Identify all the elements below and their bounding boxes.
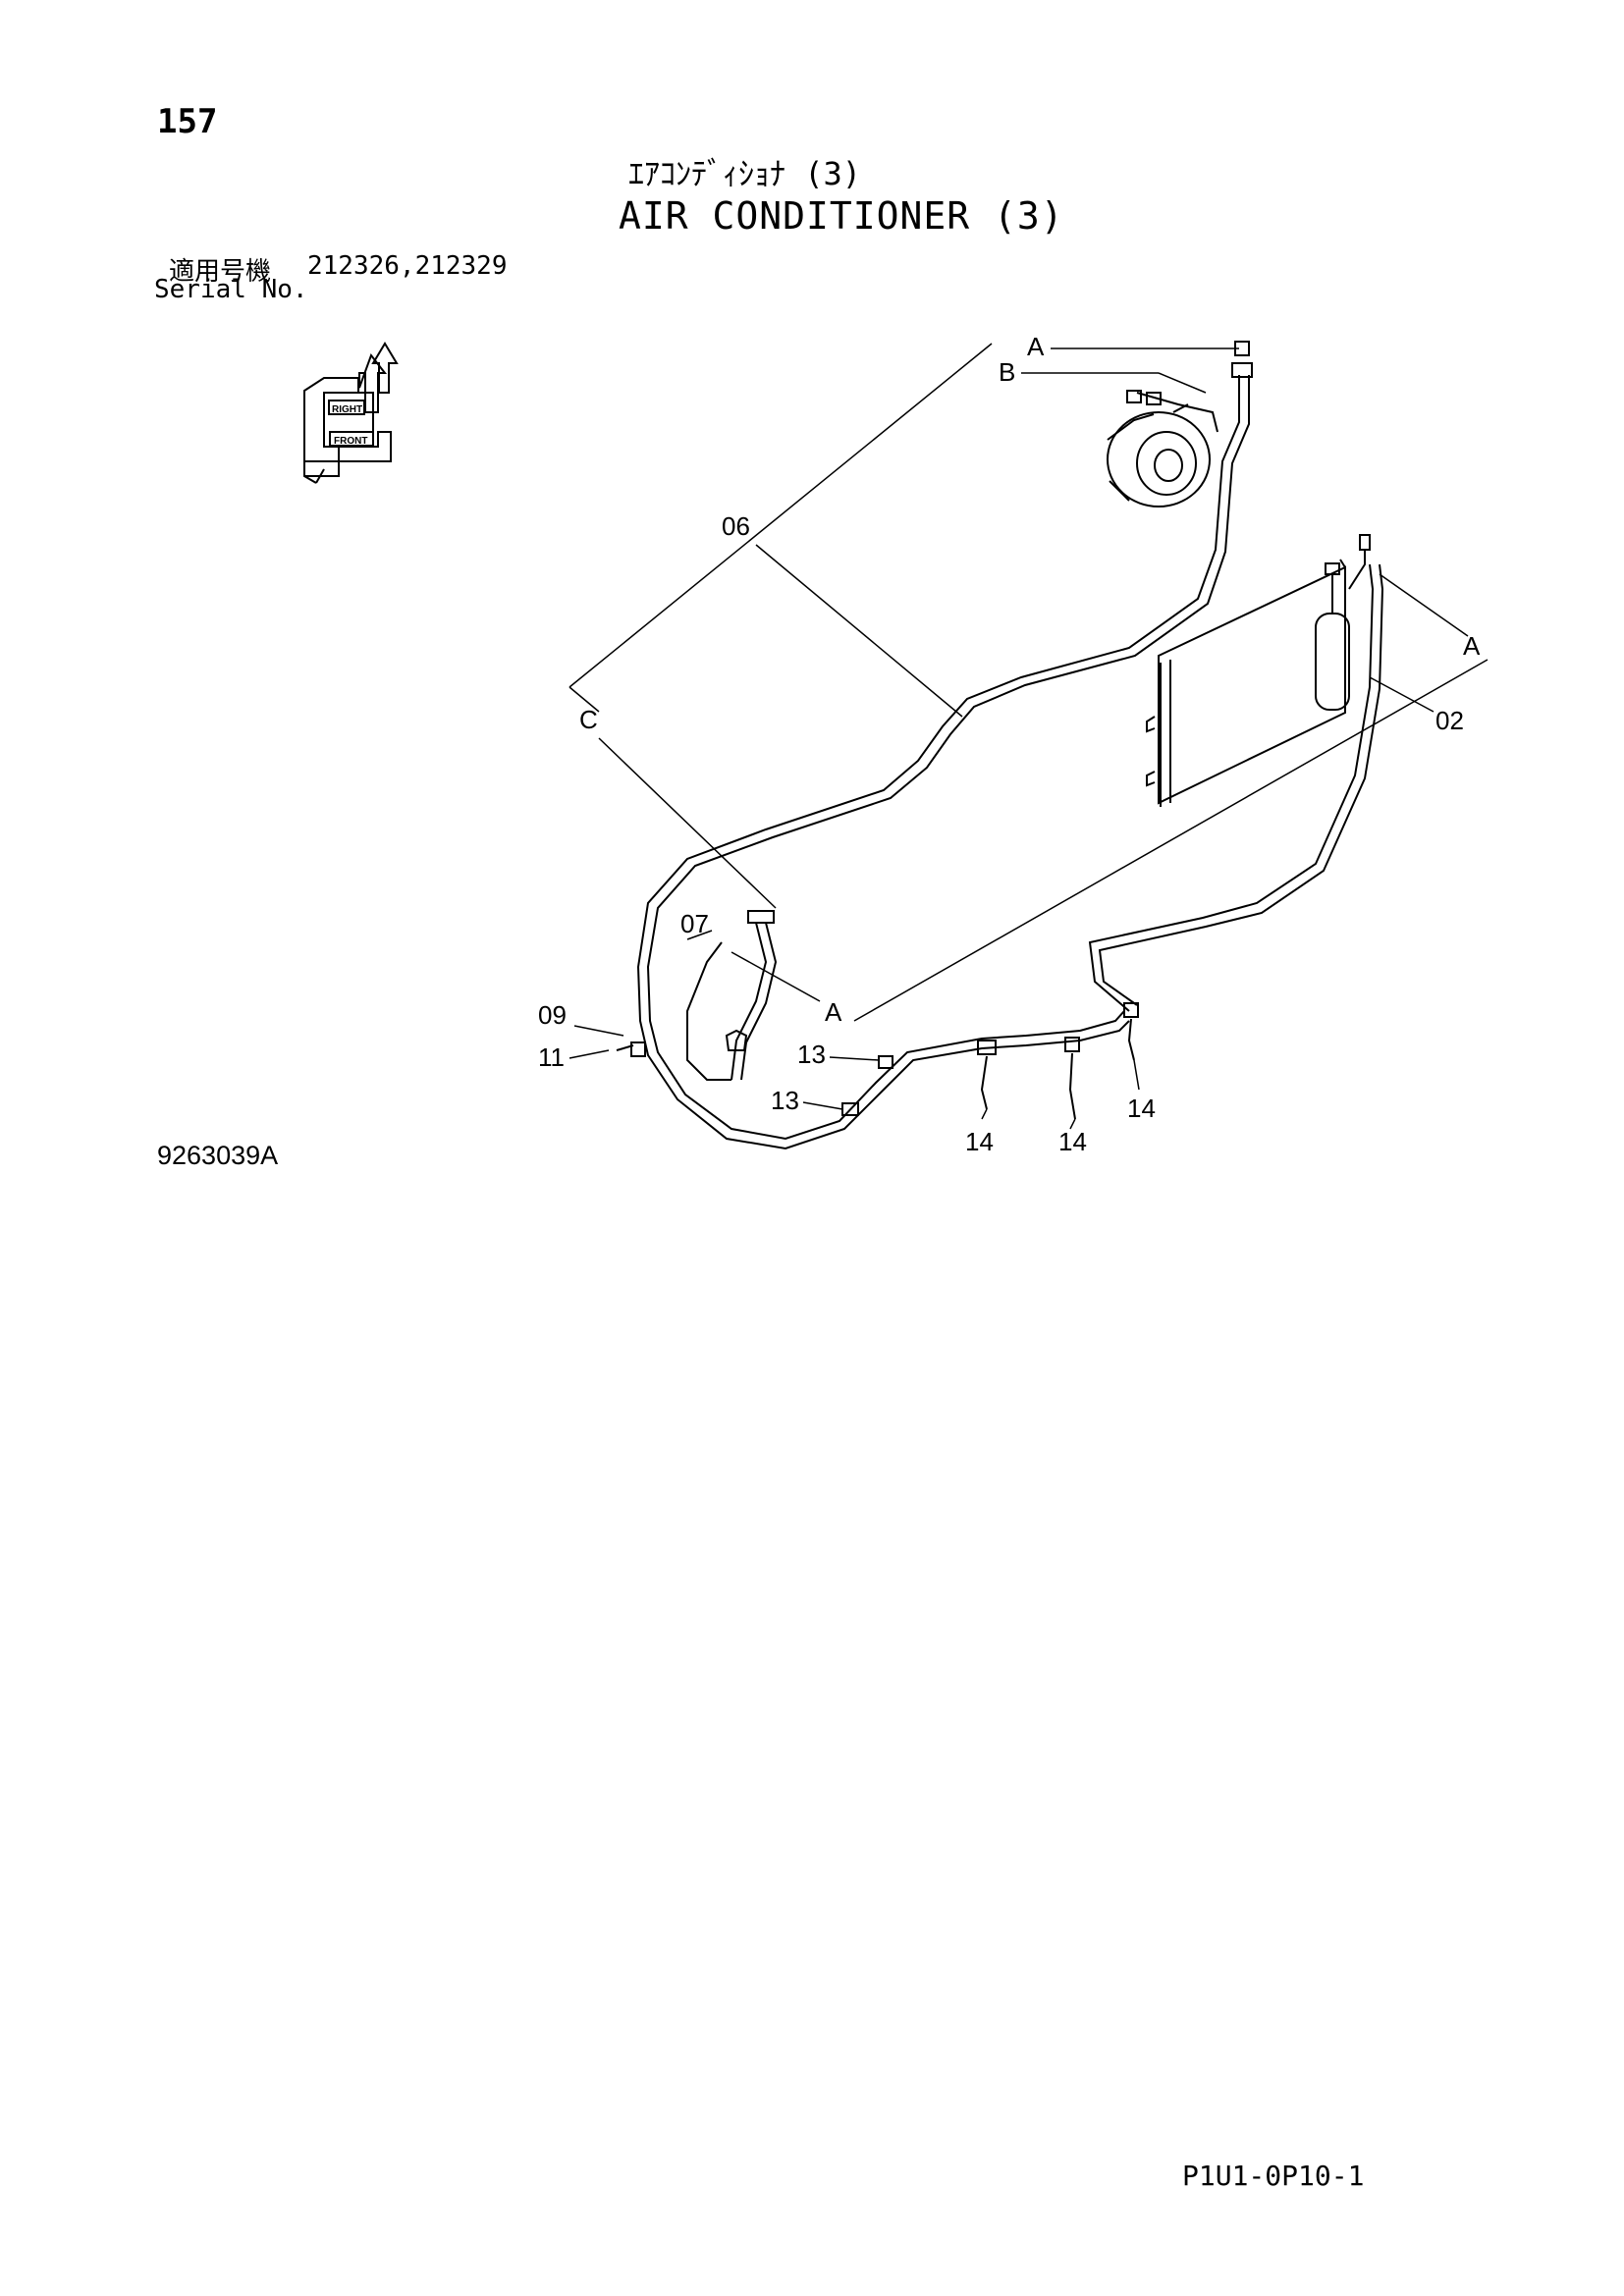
part-label-14-left: 14 xyxy=(965,1127,994,1156)
hose-07 xyxy=(686,910,778,1081)
part-label-02: 02 xyxy=(1435,706,1464,735)
reference-C: C xyxy=(579,705,598,734)
part-label-06: 06 xyxy=(722,511,750,541)
orientation-label-right: RIGHT xyxy=(332,404,362,415)
part-label-07: 07 xyxy=(680,909,709,938)
reference-A-top: A xyxy=(1027,332,1045,361)
reference-A-bottom: A xyxy=(825,997,842,1027)
hose-02 xyxy=(1088,563,1384,1012)
orientation-icon: RIGHT FRONT xyxy=(303,342,399,484)
serial-label-japanese: 適用号機 xyxy=(169,257,272,287)
part-label-13-upper: 13 xyxy=(797,1040,826,1069)
part-label-11: 11 xyxy=(538,1042,565,1072)
reference-lines xyxy=(568,343,1489,1130)
serial-numbers: 212326,212329 xyxy=(307,251,508,281)
serial-label-english: Serial No. xyxy=(154,275,308,304)
figure-code: P1U1-0P10-1 xyxy=(1182,2160,1365,2192)
part-label-14-middle: 14 xyxy=(1058,1127,1087,1156)
title-japanese: ｴｱｺﾝﾃﾞｨｼｮﾅ (3) xyxy=(628,155,862,192)
part-label-09: 09 xyxy=(538,1000,567,1030)
condenser xyxy=(1146,559,1346,807)
orientation-label-front: FRONT xyxy=(334,436,367,447)
compressor xyxy=(1107,390,1218,507)
hose-06 xyxy=(636,341,1253,1150)
part-label-14-right: 14 xyxy=(1127,1094,1156,1123)
reference-B: B xyxy=(999,357,1015,387)
reference-A-right: A xyxy=(1463,631,1481,661)
page-number: 157 xyxy=(157,102,218,141)
receiver-drier xyxy=(1315,534,1371,711)
title-english: AIR CONDITIONER (3) xyxy=(619,194,1064,238)
clamps xyxy=(616,1002,1139,1120)
part-label-13-lower: 13 xyxy=(771,1086,799,1115)
drawing-number: 9263039A xyxy=(157,1141,279,1170)
